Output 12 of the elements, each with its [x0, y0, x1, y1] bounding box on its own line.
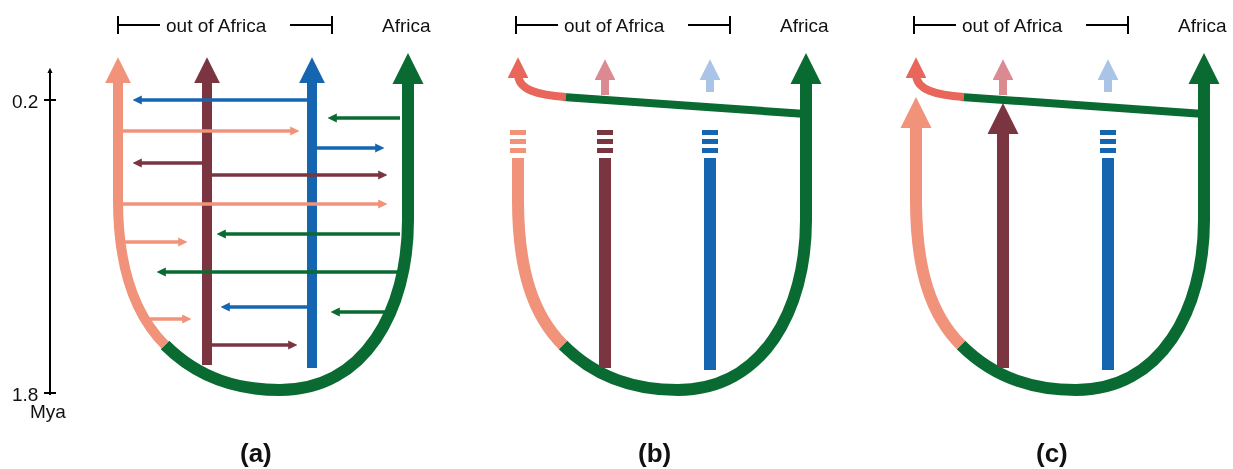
axis-unit-label: Mya [30, 402, 66, 421]
panel-label: (a) [240, 440, 272, 466]
region-label: out of Africa [166, 16, 267, 35]
region-label: out of Africa [962, 16, 1063, 35]
region-label: Africa [780, 16, 829, 35]
panel-label: (b) [638, 440, 672, 466]
region-label: out of Africa [564, 16, 665, 35]
region-label: Africa [1178, 16, 1227, 35]
axis-tick-label: 1.8 [12, 385, 39, 404]
panel-label: (c) [1036, 440, 1068, 466]
region-label: Africa [382, 16, 431, 35]
axis-tick-label: 0.2 [12, 92, 39, 111]
